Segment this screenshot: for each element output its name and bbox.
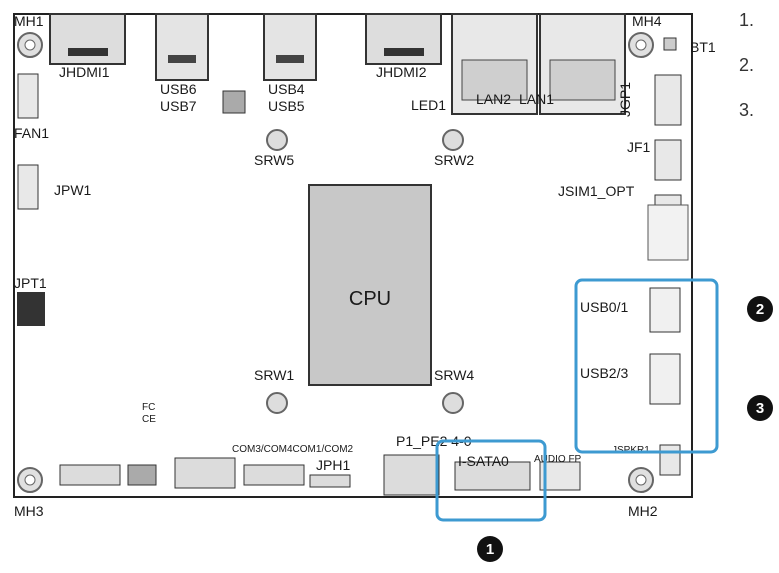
label-jhdmi2: JHDMI2 <box>376 64 427 80</box>
list-number-3: 3. <box>739 100 755 120</box>
label-jsim1: JSIM1_OPT <box>558 183 635 199</box>
lan1-port <box>539 13 626 115</box>
label-fc: FC <box>142 402 155 413</box>
mounting-hole-mh1 <box>17 32 43 58</box>
label-com: COM3/COM4COM1/COM2 <box>232 444 354 455</box>
standoff-srw2 <box>442 129 464 151</box>
jgp1-header <box>654 74 682 126</box>
label-usb5: USB5 <box>268 98 305 114</box>
sim-slot <box>647 204 689 261</box>
label-srw4: SRW4 <box>434 367 474 383</box>
standoff-srw4 <box>442 392 464 414</box>
usb4-usb5-port <box>263 13 317 81</box>
label-mh2: MH2 <box>628 503 658 519</box>
bottom-connector-1 <box>59 464 121 486</box>
label-mh4: MH4 <box>632 13 662 29</box>
mounting-hole-mh2 <box>628 467 654 493</box>
list-number-1: 1. <box>739 10 755 30</box>
label-srw2: SRW2 <box>434 152 474 168</box>
com-connector <box>243 464 305 486</box>
small-chip <box>222 90 246 114</box>
label-jpw1: JPW1 <box>54 182 92 198</box>
label-fan1: FAN1 <box>14 125 49 141</box>
label-mh3: MH3 <box>14 503 44 519</box>
cpu-label: CPU <box>349 288 391 310</box>
bottom-connector-2 <box>127 464 157 486</box>
label-usb23: USB2/3 <box>580 365 628 381</box>
jhdmi2-port <box>365 13 442 65</box>
label-audio-fp: AUDIO FP <box>534 454 582 465</box>
jspkr1-header <box>659 444 681 476</box>
jpw1-header <box>17 164 39 210</box>
label-lan2: LAN2 <box>476 91 511 107</box>
standoff-srw1 <box>266 392 288 414</box>
audio-fp-header <box>539 461 581 491</box>
label-p1pe2: P1_PE2 4-0 <box>396 433 472 449</box>
label-srw5: SRW5 <box>254 152 294 168</box>
isata0-connector <box>454 461 531 491</box>
jph1-connector <box>309 474 351 488</box>
label-led1: LED1 <box>411 97 446 113</box>
bottom-connector-3 <box>174 457 236 489</box>
label-isata0: I-SATA0 <box>458 453 509 469</box>
usb23-header <box>649 353 681 405</box>
label-mh1: MH1 <box>14 13 44 29</box>
fan1-header <box>17 73 39 119</box>
callout-2-number: 2 <box>756 301 764 318</box>
label-usb6: USB6 <box>160 81 197 97</box>
jf1-header <box>654 139 682 181</box>
label-usb4: USB4 <box>268 81 305 97</box>
label-srw1: SRW1 <box>254 367 294 383</box>
callout-3-number: 3 <box>756 400 764 417</box>
callout-3: 3 <box>747 395 773 421</box>
callout-1: 1 <box>477 536 503 562</box>
mounting-hole-mh3 <box>17 467 43 493</box>
mounting-hole-mh4 <box>628 32 654 58</box>
standoff-srw5 <box>266 129 288 151</box>
label-usb7: USB7 <box>160 98 197 114</box>
jhdmi1-port <box>49 13 126 65</box>
usb01-header <box>649 287 681 333</box>
label-jhdmi1: JHDMI1 <box>59 64 110 80</box>
highlight-isata0 <box>435 439 547 522</box>
label-jf1: JF1 <box>627 139 651 155</box>
label-lan1: LAN1 <box>519 91 554 107</box>
highlight-usb <box>574 278 719 454</box>
jpt1-header <box>17 292 45 326</box>
bt1-battery <box>663 37 677 51</box>
label-ce: CE <box>142 414 156 425</box>
usb6-usb7-port <box>155 13 209 81</box>
m2-slot <box>383 454 440 496</box>
label-jgp1: JGP1 <box>617 82 633 117</box>
label-bt1: BT1 <box>690 39 716 55</box>
label-usb01: USB0/1 <box>580 299 628 315</box>
cpu-chip <box>308 184 432 386</box>
callout-2: 2 <box>747 296 773 322</box>
callout-1-number: 1 <box>486 541 494 558</box>
label-jpt1: JPT1 <box>14 275 47 291</box>
lan2-port <box>451 13 538 115</box>
label-jph1: JPH1 <box>316 457 350 473</box>
list-number-2: 2. <box>739 55 755 75</box>
